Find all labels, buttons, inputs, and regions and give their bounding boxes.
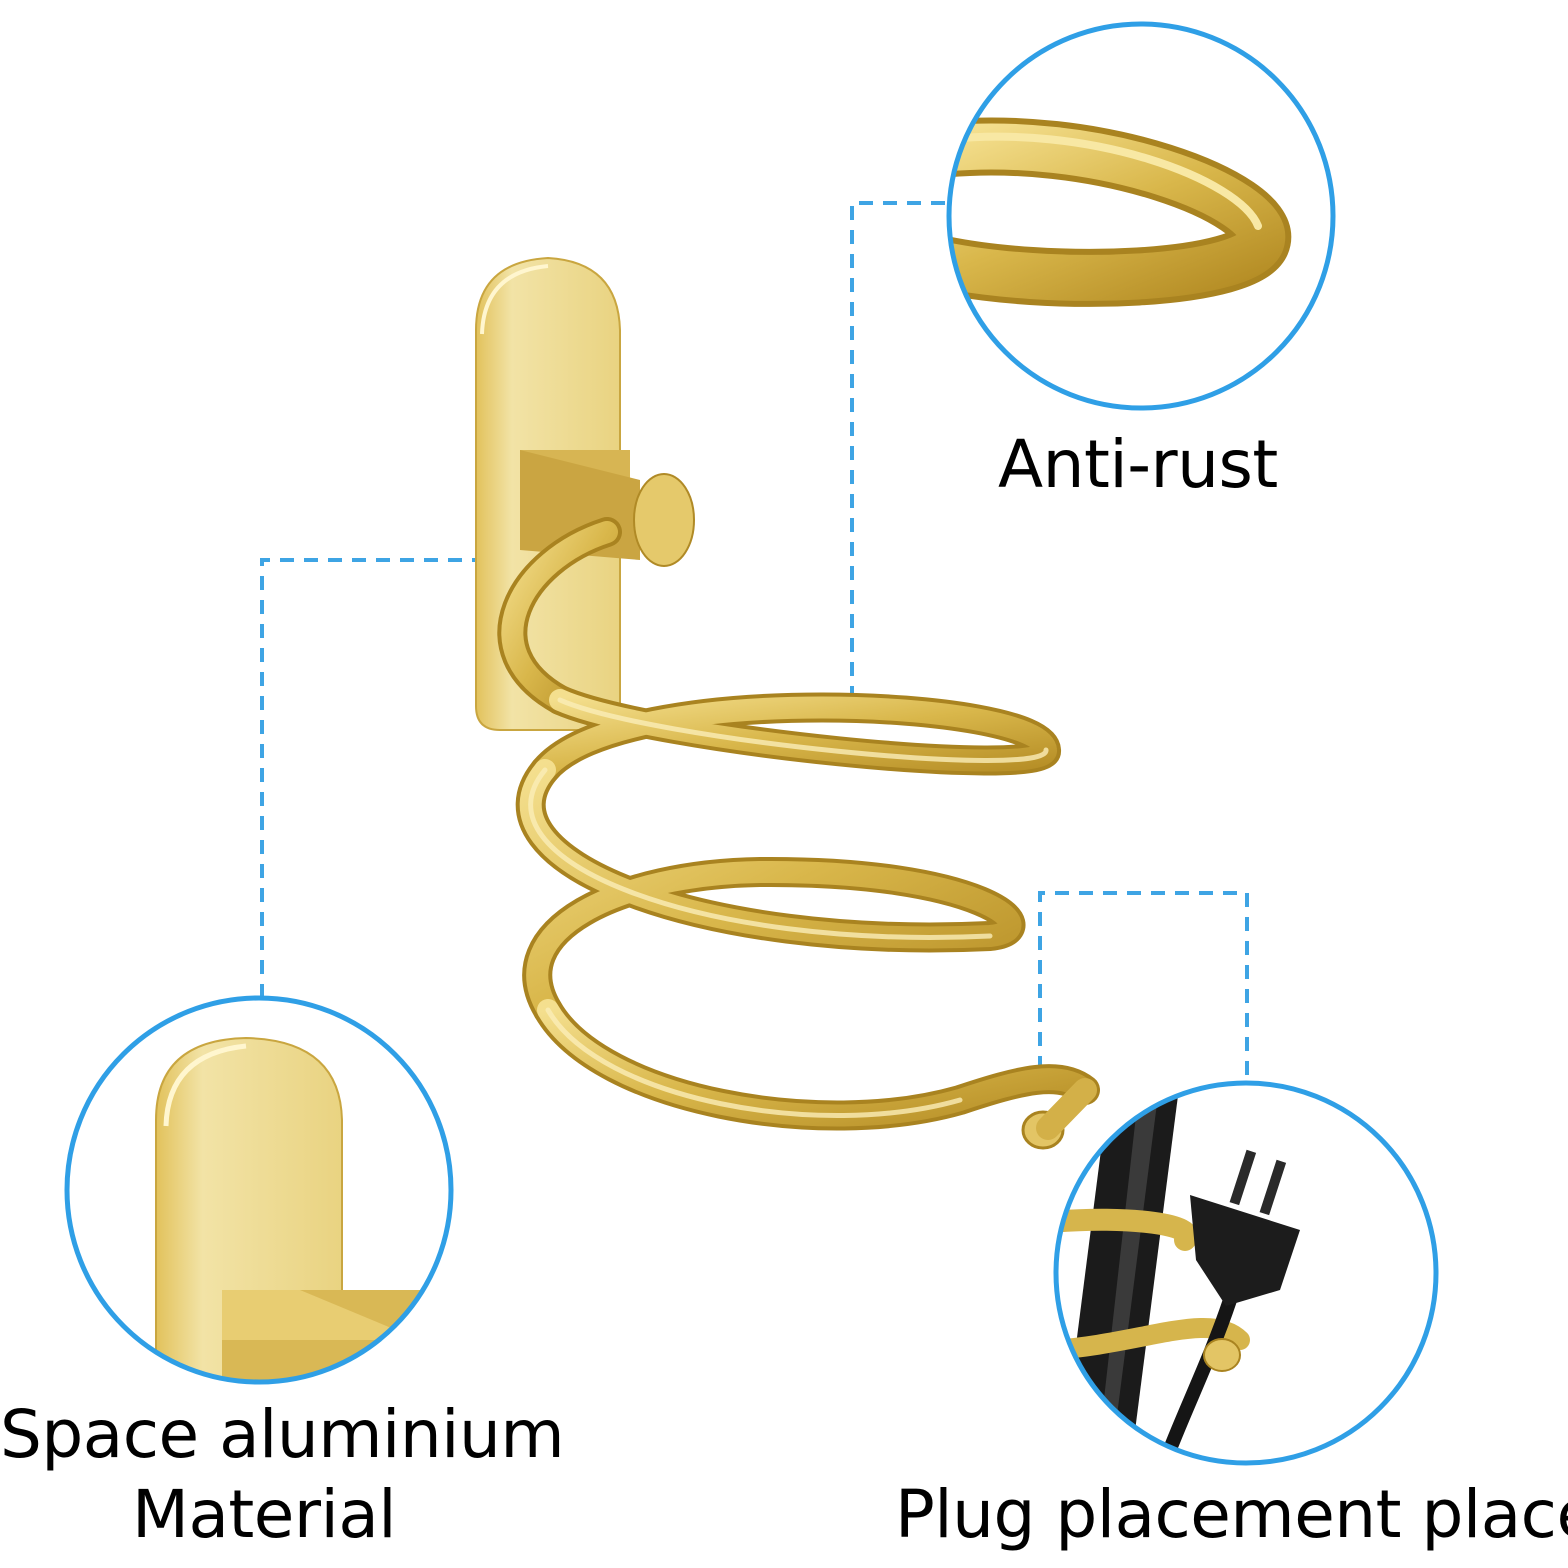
material-detail [64, 995, 454, 1385]
plug-leader-line [1038, 891, 1249, 1085]
plug-placement-caption: Plug placement place [895, 1476, 1568, 1553]
plug-icon [1190, 1149, 1300, 1306]
material-leader-line [260, 558, 500, 998]
anti-rust-leader-line [850, 201, 950, 700]
material-circle [64, 995, 454, 1385]
material-caption-line1: Space aluminium [0, 1396, 565, 1473]
plug-detail [1053, 1080, 1439, 1466]
plug-circle [1053, 1080, 1439, 1466]
callout-leader-lines [260, 201, 1249, 1085]
anti-rust-detail [946, 21, 1336, 411]
material-caption-line2: Material [132, 1476, 397, 1553]
anti-rust-caption: Anti-rust [998, 426, 1278, 503]
anti-rust-circle [946, 21, 1336, 411]
spiral-coil [497, 517, 1100, 1150]
